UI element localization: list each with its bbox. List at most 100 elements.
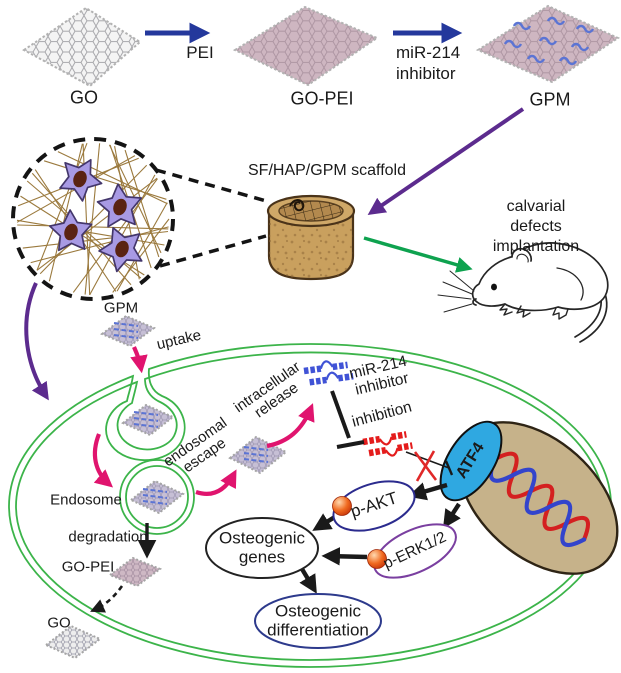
gpm-sheet-endosome xyxy=(129,479,185,515)
go-sheet-released xyxy=(44,624,102,660)
stem-cell-nucleus xyxy=(113,198,127,216)
mir-arrow-label: miR-214 inhibitor xyxy=(396,43,461,84)
atf4-to-perk-arrow xyxy=(442,502,461,529)
gopei-sheet-degraded-fringe xyxy=(107,556,163,588)
rat-whiskers xyxy=(437,270,475,313)
endosome-label: Endosome xyxy=(50,491,122,509)
gpm-sheet-endosome-rna xyxy=(142,494,168,499)
gpm-sheet-invagination-rna xyxy=(133,417,159,422)
mir214-hairpins xyxy=(362,431,413,457)
stem-cell-nucleus xyxy=(115,240,129,258)
fiber-line xyxy=(17,224,169,230)
gopei-sheet-fringe xyxy=(232,5,380,87)
rat xyxy=(437,242,609,343)
scaffold-texture xyxy=(269,211,353,279)
osteogenic-genes-ellipse xyxy=(205,517,319,579)
stem-cell-nucleus xyxy=(64,223,78,241)
gpm-to-scaffold-arrow xyxy=(367,107,525,215)
endosome-inner xyxy=(125,465,189,529)
blocked-cross xyxy=(413,450,438,482)
rat-front-paws xyxy=(499,303,531,318)
osteogenic-differentiation-ellipse xyxy=(254,593,382,649)
gpm-sheet-rna-squiggles xyxy=(503,16,595,66)
fiber-line xyxy=(124,149,160,258)
magnifier-dashed-circle xyxy=(11,137,175,301)
perk-to-genes-arrow xyxy=(321,547,368,566)
fiber-line xyxy=(36,177,158,271)
cells-to-cell-arrow xyxy=(24,282,49,401)
gpm-sheet-invagination-tint xyxy=(123,405,173,435)
cell-membrane-outer xyxy=(8,343,612,668)
scaffold-top-mesh xyxy=(279,201,343,221)
rat-body xyxy=(471,242,609,312)
go-sheet xyxy=(22,6,142,88)
signaling-arrows xyxy=(299,482,461,594)
to-endosome-arrow xyxy=(92,433,114,488)
osteogenic-differentiation-label: Osteogenic differentiation xyxy=(267,601,369,639)
rat-eye xyxy=(491,283,497,291)
dna-strand-red xyxy=(492,451,590,542)
mir214-bars xyxy=(362,431,413,457)
gpm-sheet-escaped-rna xyxy=(243,446,269,451)
scaffold-to-rat-arrow xyxy=(363,236,473,273)
mir-inhibitor-loops xyxy=(319,360,340,381)
stem-cells xyxy=(48,158,143,273)
phosphate-ball-pakt xyxy=(332,496,352,516)
cell-membrane xyxy=(8,343,612,668)
gpm-sheet-invagination-rna xyxy=(133,411,159,416)
atf4-to-pakt-arrow xyxy=(407,482,448,501)
gpm-label: GPM xyxy=(529,89,571,110)
magnifier-connector-top xyxy=(155,168,271,204)
genes-to-diff-arrow xyxy=(299,567,317,594)
scaffold-hook xyxy=(289,199,305,212)
scaffold-cylinder xyxy=(266,194,356,281)
gpm-sheet-endosome-rna xyxy=(142,488,168,493)
cell-gopei-label: GO-PEI xyxy=(61,558,115,576)
gpm-sheet-endosome-rna xyxy=(142,500,168,505)
gopei-sheet-degraded-tint xyxy=(110,558,160,586)
gpm-sheet-invagination xyxy=(121,403,175,437)
perk-node xyxy=(373,523,457,579)
fiber-line xyxy=(16,219,165,246)
trafficking-arrows xyxy=(92,346,315,496)
cell-go-label: GO xyxy=(47,614,71,632)
magnifier-connector-bottom xyxy=(159,234,267,268)
go-sheet-fringe xyxy=(22,6,142,88)
perk-ellipse xyxy=(373,523,457,579)
rat-haunch xyxy=(556,267,584,301)
cell-gpm-label: GPM xyxy=(103,299,139,317)
go-sheet-released-fringe xyxy=(44,624,102,660)
scaffold-fibers xyxy=(16,142,170,296)
pakt-node xyxy=(332,480,416,532)
gpm-sheet-outside xyxy=(100,314,156,348)
endosomal-escape-arrow xyxy=(195,469,237,496)
gpm-sheet-outside-rna xyxy=(113,322,139,327)
gopei-sheet-degraded xyxy=(107,556,163,588)
mir-inhibitor-bars xyxy=(303,361,354,386)
stem-cell-nucleus xyxy=(73,170,87,188)
fiber-line xyxy=(57,151,168,205)
gpm-sheet-fringe xyxy=(475,4,621,84)
gpm-sheet-endosome-fringe xyxy=(129,479,185,515)
gpm-sheet-outside-tint xyxy=(102,316,154,346)
atf4-node xyxy=(439,420,503,502)
cell-membrane-inner xyxy=(15,351,605,661)
gpm-sheet-escaped-rna xyxy=(243,452,269,457)
gpm-sheet-invagination-rna xyxy=(133,423,159,428)
pei-arrow-label: PEI xyxy=(186,43,214,63)
dna-strand-blue xyxy=(488,457,587,548)
rat-ear-inner xyxy=(516,253,529,263)
gpm-sheet-outside-fringe xyxy=(100,314,156,348)
gpm-sheet-invagination-fringe xyxy=(121,403,175,437)
gpm-sheet-escaped-rna xyxy=(243,458,269,463)
gopei-sheet-tint xyxy=(235,7,377,85)
gpm-sheet xyxy=(475,4,621,84)
rat-nose xyxy=(472,298,477,306)
mir-to-atf4-endbar xyxy=(444,460,454,476)
pakt-ellipse xyxy=(332,480,416,532)
fiber-line xyxy=(84,143,101,295)
gopei-sheet xyxy=(232,5,380,87)
fiber-line xyxy=(43,160,167,200)
mir-inhibitor-hairpins xyxy=(303,360,354,386)
